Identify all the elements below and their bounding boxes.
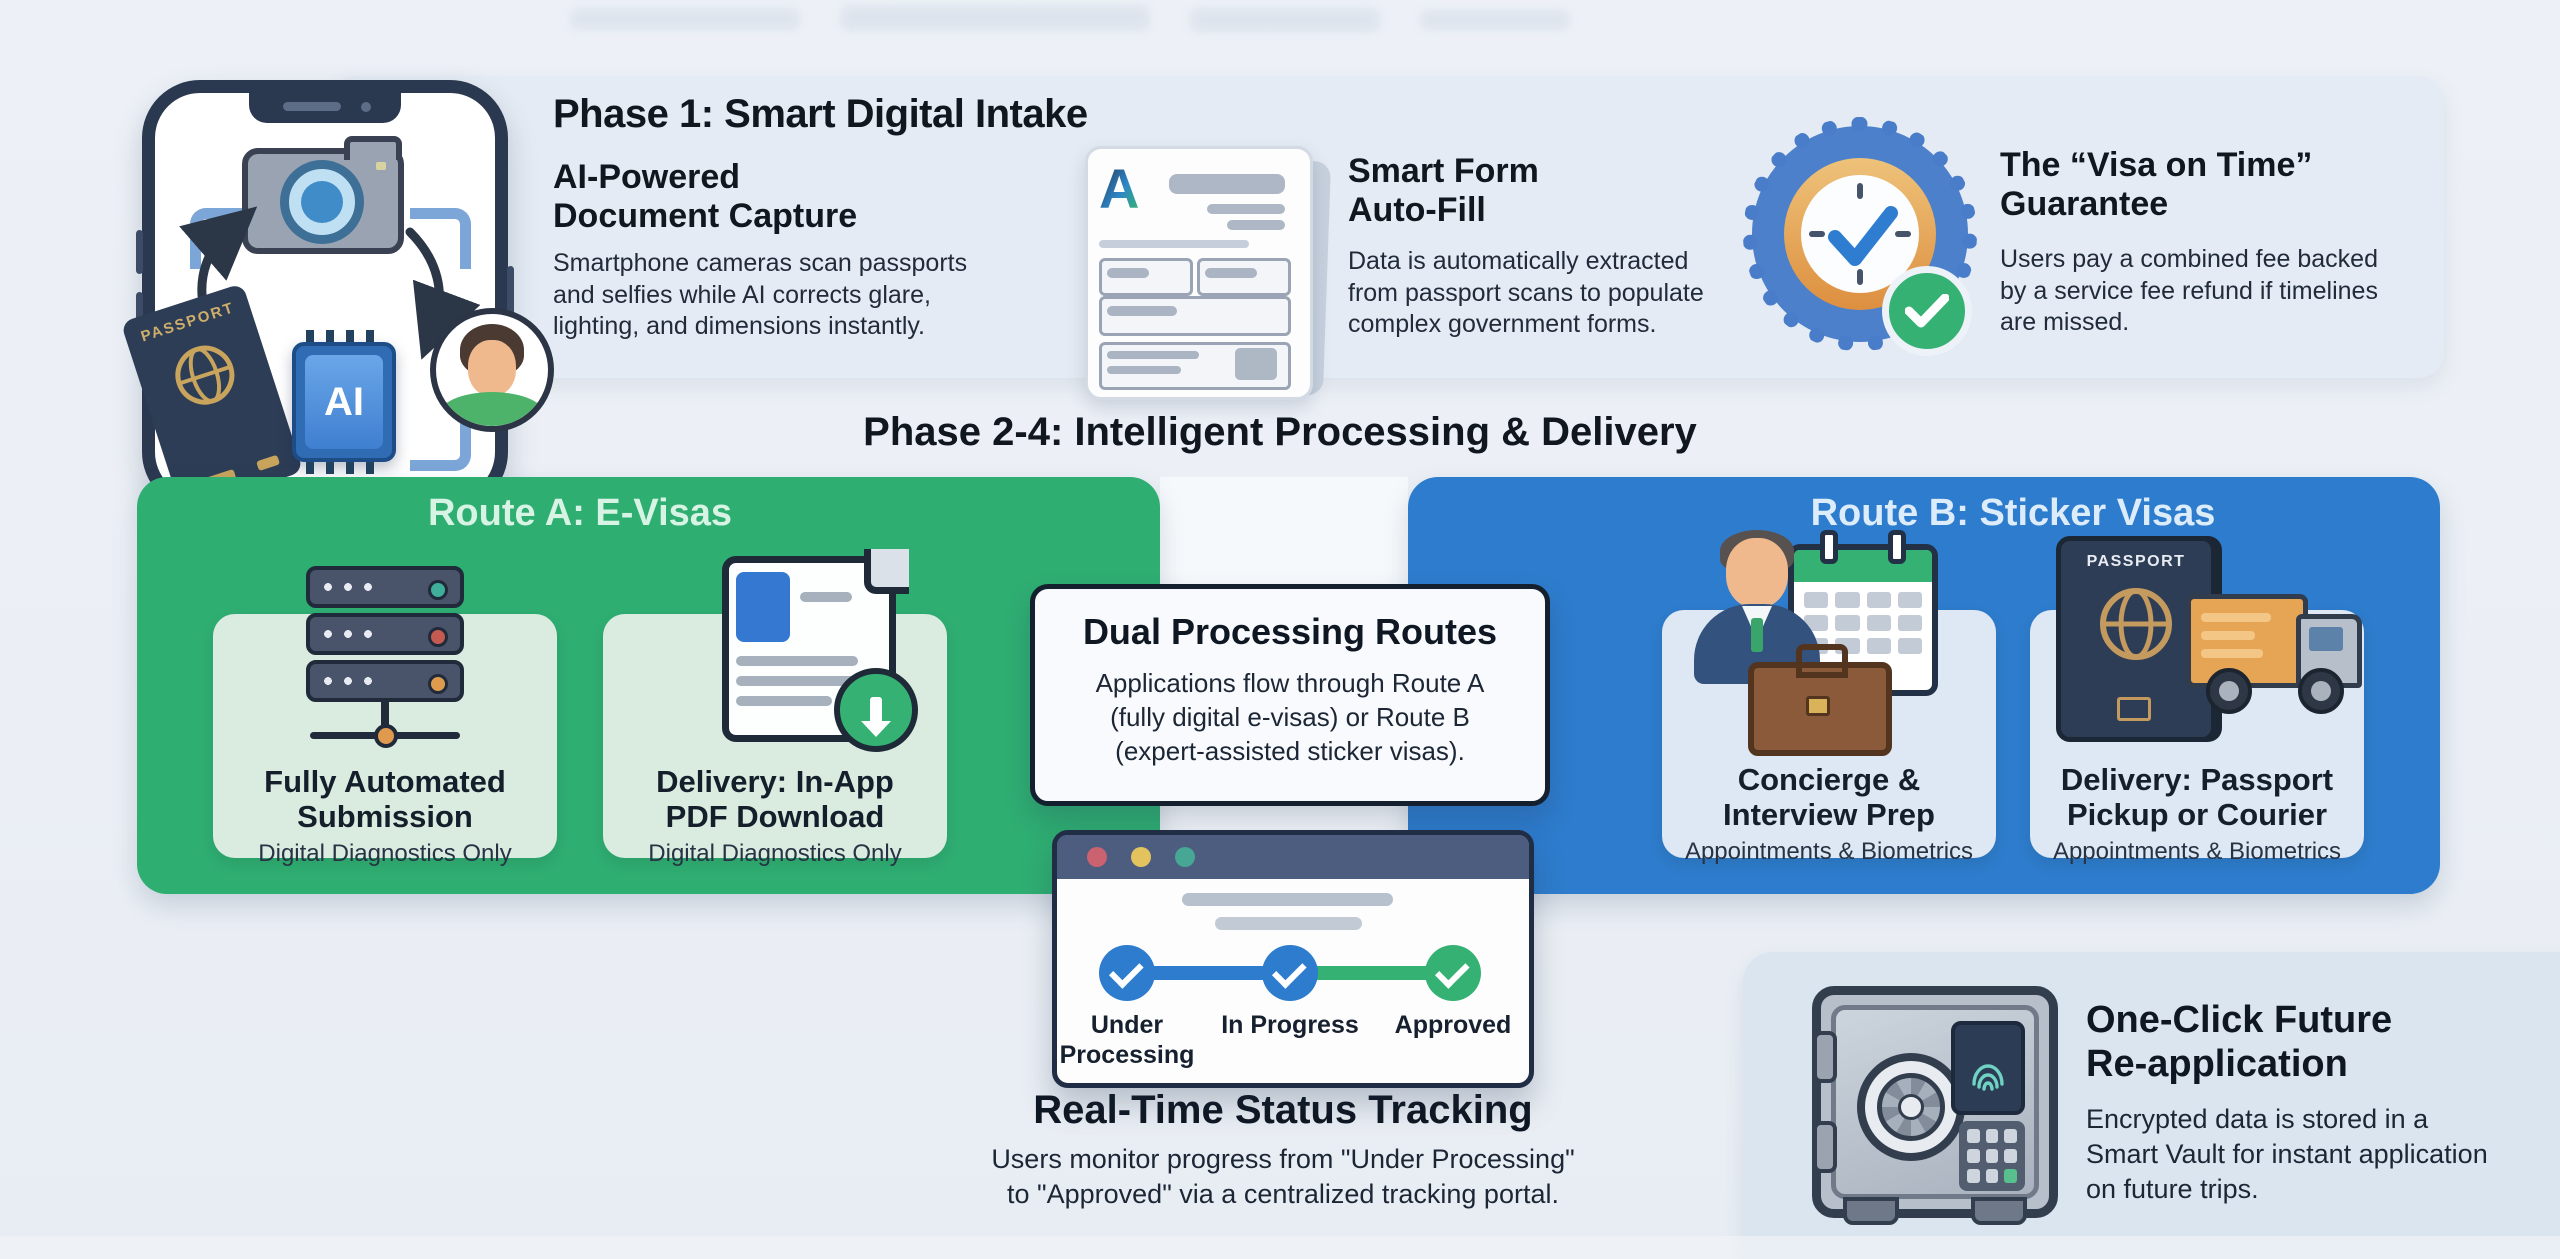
card-subtitle: Appointments & Biometrics (2052, 838, 2342, 865)
truck-icon (2186, 594, 2308, 688)
card-title: Concierge & Interview Prep (1723, 762, 1935, 833)
selfie-avatar-icon (430, 308, 554, 432)
bottom-fade (0, 1236, 2560, 1259)
autofill-body: Data is automatically extracted from pas… (1348, 247, 1704, 338)
route-a-header: Route A: E-Visas (427, 492, 733, 534)
vault-dial-icon (1857, 1053, 1965, 1161)
card-subtitle: Appointments & Biometrics (1684, 838, 1974, 865)
scan-bracket (410, 410, 471, 471)
dual-routes-body: Applications flow through Route A (fully… (1095, 668, 1485, 766)
step-label: In Progress (1221, 1011, 1359, 1039)
smart-form-icon: A (1085, 146, 1335, 400)
reapplication-body: Encrypted data is stored in a Smart Vaul… (2086, 1104, 2488, 1205)
phase1-title: Phase 1: Smart Digital Intake (553, 92, 1088, 136)
form-stamp-icon (1235, 348, 1277, 380)
passport-courier-icon: PASSPORT (2056, 536, 2362, 748)
step-under-processing-icon (1099, 945, 1155, 1001)
phase2-title: Phase 2-4: Intelligent Processing & Deli… (863, 410, 1697, 454)
globe-icon (2100, 588, 2172, 660)
card-title: Fully Automated Submission (264, 764, 506, 835)
clock-icon (1801, 175, 1919, 293)
camera-icon (242, 136, 404, 254)
card-subtitle: Digital Diagnostics Only (258, 840, 512, 867)
scan-bracket (410, 208, 471, 269)
visa-on-time-badge-icon (1743, 117, 1977, 356)
fingerprint-icon (1951, 1021, 2025, 1115)
blue-check-icon (1828, 206, 1898, 266)
step-approved-icon (1425, 945, 1481, 1001)
smartphone-illustration: PASSPORT AI (120, 80, 554, 511)
reapplication-heading: One-Click Future Re-application (2086, 999, 2393, 1086)
phase1-panel (330, 76, 2444, 378)
briefcase-icon (1748, 644, 1892, 756)
route-b-header: Route B: Sticker Visas (1810, 492, 2216, 534)
card-title: Delivery: In-App PDF Download (656, 764, 894, 835)
guarantee-heading: The “Visa on Time” Guarantee (2000, 146, 2313, 223)
progress-connector-green (1290, 966, 1453, 980)
download-arrow-icon (834, 668, 918, 752)
dual-routes-box: Dual Processing Routes Applications flow… (1030, 584, 1550, 806)
tracking-title: Real-Time Status Tracking (1033, 1088, 1533, 1132)
card-subtitle: Digital Diagnostics Only (648, 840, 902, 867)
server-icon (306, 566, 464, 748)
pdf-download-icon (722, 549, 918, 752)
smart-vault-icon (1806, 986, 2058, 1232)
keypad-icon (1959, 1121, 2025, 1191)
card-title: Delivery: Passport Pickup or Courier (2060, 762, 2334, 833)
autofill-heading: Smart Form Auto-Fill (1348, 152, 1539, 229)
dual-routes-title: Dual Processing Routes (1082, 611, 1498, 652)
concierge-icon (1692, 530, 1942, 756)
tracking-body: Users monitor progress from "Under Proce… (991, 1144, 1575, 1210)
form-logo-a: A (1099, 157, 1140, 220)
progress-connector-blue (1127, 966, 1290, 980)
globe-icon (175, 345, 235, 405)
green-check-icon (1882, 266, 1972, 356)
minimize-icon (1131, 847, 1151, 867)
phone-notch (249, 93, 401, 123)
close-icon (1087, 847, 1107, 867)
capture-heading: AI-Powered Document Capture (553, 158, 858, 235)
step-in-progress-icon (1262, 945, 1318, 1001)
step-label: Under Processing (1059, 1011, 1195, 1069)
tracking-portal-window: Under Processing In Progress Approved (1052, 830, 1534, 1088)
capture-body: Smartphone cameras scan passports and se… (553, 249, 968, 340)
step-label: Approved (1394, 1011, 1512, 1039)
window-titlebar (1057, 835, 1529, 879)
ai-chip-icon: AI (292, 330, 396, 474)
guarantee-body: Users pay a combined fee backed by a ser… (2000, 245, 2378, 336)
maximize-icon (1175, 847, 1195, 867)
passport-icon: PASSPORT (120, 283, 304, 511)
